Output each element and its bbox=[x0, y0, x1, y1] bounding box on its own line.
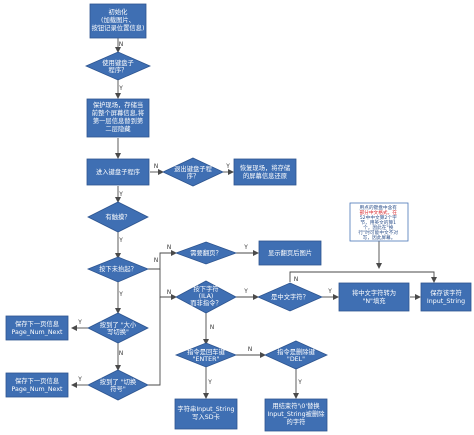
use-keyboard-diamond: 使用键盘子程序？ bbox=[85, 51, 151, 81]
label-init-n: N bbox=[119, 42, 123, 48]
arrow-key-not-lifted-to-need-flip bbox=[148, 250, 177, 270]
svg-text:按下未抬起？: 按下未抬起？ bbox=[99, 264, 137, 273]
key-not-lifted-diamond: 按下未抬起？ bbox=[86, 256, 150, 283]
label-need-flip-y: Y bbox=[243, 245, 248, 251]
enter-keyboard-box: 进入键盘子程序 bbox=[86, 158, 150, 186]
label-is-chinese-n: N bbox=[294, 277, 298, 283]
case-switch-diamond: 按到了 "大小写切换" bbox=[87, 312, 149, 344]
has-touch-diamond: 有触摸？ bbox=[87, 201, 149, 233]
svg-text:保护现场，存储当前整个屏幕信息,将第一层信息替到第二层隐藏: 保护现场，存储当前整个屏幕信息,将第一层信息替到第二层隐藏 bbox=[92, 100, 144, 133]
svg-text:退出键盘子程序？: 退出键盘子程序？ bbox=[174, 164, 212, 180]
label-is-enter-y: Y bbox=[207, 380, 212, 386]
svg-text:显示翻页后图片: 显示翻页后图片 bbox=[268, 248, 312, 257]
arrow-is-chinese-no-to-save-string bbox=[289, 271, 437, 283]
connectors bbox=[71, 38, 437, 399]
svg-text:按到了 "大小写切换": 按到了 "大小写切换" bbox=[100, 320, 137, 336]
svg-text:用点的键盘中含有 部分中文格式，在: 用点的键盘中含有 部分中文格式，在 52中中文算2个字 节，用英文的算1 个，因… bbox=[358, 204, 399, 241]
init-box: 初始化(加载图片、按钮记录位置信息) bbox=[89, 3, 147, 39]
label-has-touch-y: Y bbox=[118, 238, 123, 244]
label-is-enter-n: N bbox=[248, 347, 252, 353]
svg-text:按到了 "切换符号": 按到了 "切换符号" bbox=[100, 377, 137, 393]
label-enter-y: Y bbox=[118, 192, 123, 198]
svg-text:使用键盘子程序？: 使用键盘子程序？ bbox=[102, 58, 133, 74]
svg-text:按下字符(ILA)而非指令？: 按下字符(ILA)而非指令？ bbox=[190, 284, 221, 307]
label-enter-to-exit: N bbox=[154, 164, 158, 170]
label-exit-y: Y bbox=[225, 164, 230, 170]
is-chinese-diamond: 是中文字符？ bbox=[257, 282, 323, 312]
symbol-switch-diamond: 按到了 "切换符号" bbox=[87, 369, 149, 401]
show-flipped-box: 显示翻页后图片 bbox=[258, 240, 322, 266]
label-need-flip-n: N bbox=[167, 245, 171, 251]
label-is-chinese-y: Y bbox=[327, 289, 332, 295]
label-case-switch-n: N bbox=[119, 351, 123, 357]
svg-text:指令是删除键"DEL": 指令是删除键"DEL" bbox=[277, 347, 315, 363]
edge-labels: N Y N Y Y Y N Y N N Y Y N Y Y N Y N N Y … bbox=[77, 42, 332, 386]
save-scene-box: 保护现场，存储当前整个屏幕信息,将第一层信息替到第二层隐藏 bbox=[86, 98, 150, 138]
label-key-char-to-enter: N bbox=[210, 325, 214, 331]
svg-text:进入键盘子程序: 进入键盘子程序 bbox=[96, 167, 140, 176]
svg-text:是中文字符？: 是中文字符？ bbox=[271, 292, 309, 301]
label-key-char-y: Y bbox=[243, 289, 248, 295]
label-use-keyboard-y: Y bbox=[118, 86, 123, 92]
need-flip-diamond: 需要翻页？ bbox=[174, 241, 238, 265]
annotation-note: 用点的键盘中含有 部分中文格式，在 52中中文算2个字 节，用英文的算1 个，因… bbox=[349, 202, 409, 242]
is-enter-diamond: 指令是回车键"ENTER" bbox=[174, 342, 238, 368]
label-key-char-n: N bbox=[167, 290, 171, 296]
svg-text:需要翻页？: 需要翻页？ bbox=[190, 248, 221, 257]
exit-keyboard-diamond: 退出键盘子程序？ bbox=[162, 157, 224, 187]
label-not-lifted-n: N bbox=[154, 258, 158, 264]
key-is-char-diamond: 按下字符(ILA)而非指令？ bbox=[175, 280, 237, 314]
svg-text:初始化(加载图片、按钮记录位置信息): 初始化(加载图片、按钮记录位置信息) bbox=[92, 7, 145, 32]
restore-scene-box: 恢复现场，将存储的屏幕信息还原 bbox=[233, 158, 297, 186]
svg-text:恢复现场，将存储的屏幕信息还原: 恢复现场，将存储的屏幕信息还原 bbox=[240, 163, 291, 180]
chinese-to-n-box: 将中文字符转为"N"填充 bbox=[338, 282, 410, 312]
is-del-diamond: 指令是删除键"DEL" bbox=[264, 340, 328, 370]
svg-text:将中文字符转为"N"填充: 将中文字符转为"N"填充 bbox=[352, 288, 396, 305]
label-symbol-switch-y: Y bbox=[77, 377, 82, 383]
label-case-switch-y: Y bbox=[77, 320, 82, 326]
svg-text:指令是回车键"ENTER": 指令是回车键"ENTER" bbox=[187, 347, 225, 363]
label-is-del-y: Y bbox=[297, 380, 302, 386]
arrow-symbol-switch-no-loop bbox=[148, 297, 161, 386]
label-not-lifted-y: Y bbox=[118, 292, 123, 298]
svg-text:有触摸？: 有触摸？ bbox=[105, 212, 130, 221]
